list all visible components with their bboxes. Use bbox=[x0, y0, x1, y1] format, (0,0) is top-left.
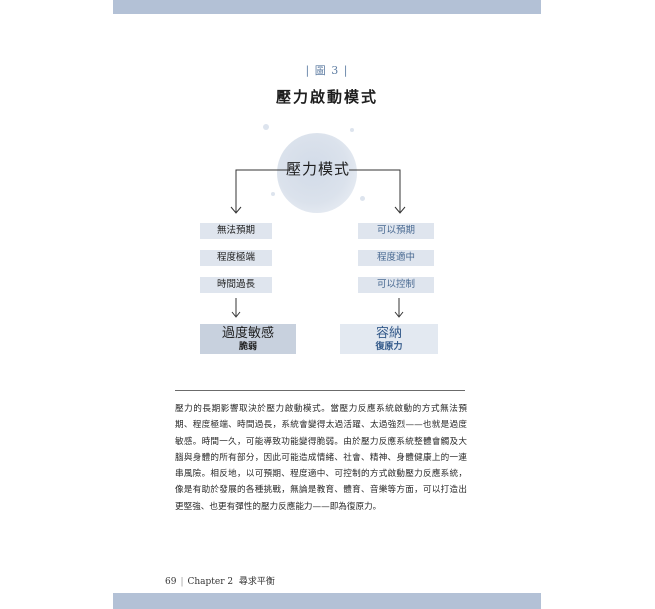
footer-separator: | bbox=[180, 577, 184, 587]
left-item-box: 時間過長 bbox=[200, 277, 272, 293]
right-item-box: 程度適中 bbox=[358, 250, 434, 266]
figure-label: | 圖 3 | bbox=[305, 64, 349, 77]
left-result-subtitle: 脆弱 bbox=[238, 342, 257, 352]
right-result-title: 容納 bbox=[375, 326, 402, 341]
watercolor-splash bbox=[360, 196, 365, 201]
book-page bbox=[113, 0, 541, 609]
left-item-box: 程度極端 bbox=[200, 250, 272, 266]
page-footer: 69|Chapter 2 尋求平衡 bbox=[165, 574, 275, 587]
watercolor-splash bbox=[271, 192, 275, 196]
caption-divider bbox=[175, 390, 465, 391]
page-number: 69 bbox=[165, 577, 177, 587]
left-result-title: 過度敏感 bbox=[221, 326, 274, 341]
left-result-box: 過度敏感 脆弱 bbox=[200, 324, 296, 354]
right-result-subtitle: 復原力 bbox=[375, 342, 403, 352]
chapter-title: 尋求平衡 bbox=[238, 577, 275, 587]
right-result-box: 容納 復原力 bbox=[340, 324, 438, 354]
chapter-label: Chapter 2 bbox=[187, 577, 234, 587]
figure-caption-text: 壓力的長期影響取決於壓力啟動模式。當壓力反應系統啟動的方式無法預期、程度極端、時… bbox=[175, 404, 467, 512]
left-item-box: 無法預期 bbox=[200, 223, 272, 239]
top-band bbox=[113, 0, 541, 14]
watercolor-splash bbox=[263, 124, 269, 130]
right-item-box: 可以控制 bbox=[358, 277, 434, 293]
center-node-label: 壓力模式 bbox=[285, 160, 350, 178]
watercolor-splash bbox=[350, 128, 354, 132]
bottom-band bbox=[113, 593, 541, 609]
watercolor-blob bbox=[277, 133, 357, 213]
figure-title: 壓力啟動模式 bbox=[275, 88, 378, 106]
right-item-box: 可以預期 bbox=[358, 223, 434, 239]
